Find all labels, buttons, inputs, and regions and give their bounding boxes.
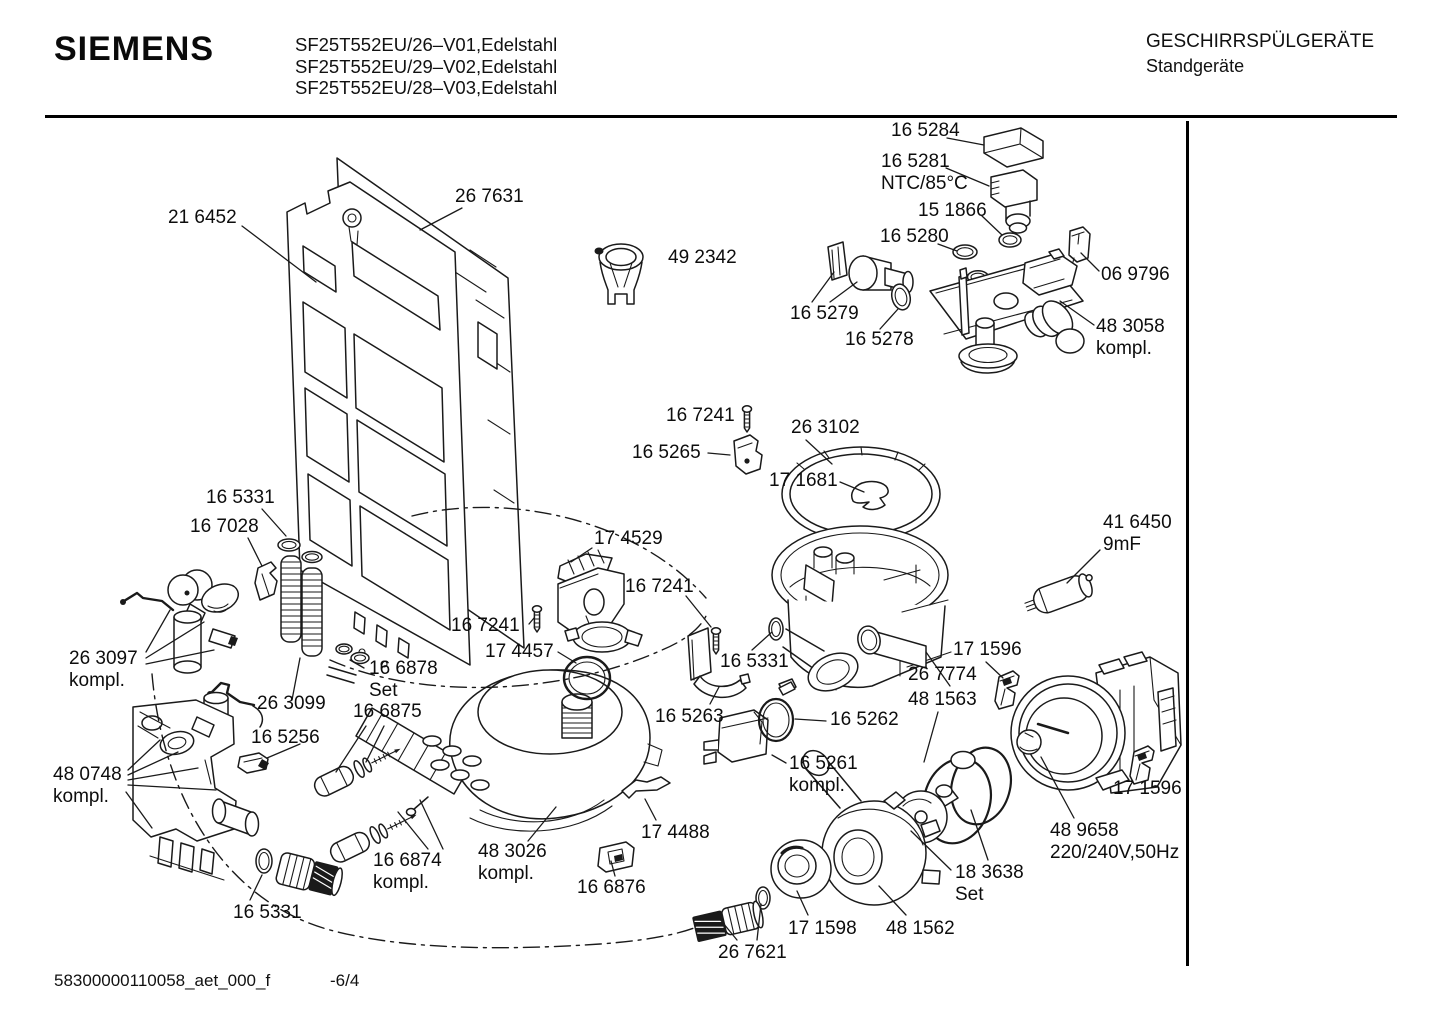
salt-funnel-drawing: [594, 243, 644, 305]
part-label-17-1596-a: 17 1596: [953, 639, 1022, 660]
part-label-16-7241-b: 16 7241: [625, 576, 694, 597]
part-label-16-5278: 16 5278: [845, 329, 914, 350]
model-line-3: SF25T552EU/28–V03,Edelstahl: [295, 77, 558, 98]
part-label-17-4488: 17 4488: [641, 822, 710, 843]
part-label-16-6878: 16 6878 Set: [369, 658, 438, 701]
part-label-16-5280: 16 5280: [880, 226, 949, 247]
springs-drawing: [277, 538, 323, 657]
model-line-1: SF25T552EU/26–V01,Edelstahl: [295, 34, 558, 55]
part-label-48-0748: 48 0748 kompl.: [53, 764, 122, 807]
part-label-16-5263: 16 5263: [655, 706, 724, 727]
part-label-41-6450: 41 6450 9mF: [1103, 512, 1172, 555]
clip-16-5256-drawing: [237, 752, 269, 774]
heater-assembly-drawing: [355, 655, 663, 832]
part-label-26-7621: 26 7621: [718, 942, 787, 963]
sump-assembly-drawing: [768, 446, 952, 693]
part-label-16-6875: 16 6875: [353, 701, 422, 722]
part-label-15-1866: 15 1866: [918, 200, 987, 221]
door-panel-drawing: [286, 157, 525, 668]
part-label-17-4457: 17 4457: [485, 641, 554, 662]
oring-set-16-6878-drawing: [326, 643, 370, 684]
part-label-16-5331-b: 16 5331: [720, 651, 789, 672]
drain-parts-drawing: [687, 627, 796, 765]
bracket-16-5265-drawing: [733, 434, 763, 475]
header-rule: [45, 115, 1397, 118]
hose-26-7621-drawing: [692, 886, 771, 942]
part-label-26-7774: 26 7774: [908, 664, 977, 685]
page-number: -6/4: [330, 971, 360, 990]
clip-16-6876-drawing: [597, 841, 635, 873]
part-label-26-7631: 26 7631: [455, 186, 524, 207]
part-label-16-5331-a: 16 5331: [206, 487, 275, 508]
siemens-logo: SIEMENS: [54, 30, 215, 68]
part-label-49-2342: 49 2342: [668, 247, 737, 268]
part-label-26-3102: 26 3102: [791, 417, 860, 438]
category-title: GESCHIRRSPÜLGERÄTE: [1146, 31, 1375, 52]
part-label-16-6874: 16 6874 kompl.: [373, 850, 442, 893]
part-label-17-1598: 17 1598: [788, 918, 857, 939]
part-label-06-9796: 06 9796: [1101, 264, 1170, 285]
screw-small-drawing: [405, 796, 429, 817]
footer: 58300000110058_aet_000_f -6/4: [54, 971, 359, 991]
part-label-26-3099: 26 3099: [257, 693, 326, 714]
part-label-21-6452: 21 6452: [168, 207, 237, 228]
part-label-48-9658: 48 9658 220/240V,50Hz: [1050, 820, 1180, 863]
part-label-48-1563: 48 1563: [908, 689, 977, 710]
part-label-48-3026: 48 3026 kompl.: [478, 841, 547, 884]
hose-16-5331-drawing: [255, 848, 343, 897]
part-label-16-6876: 16 6876: [577, 877, 646, 898]
category-block: GESCHIRRSPÜLGERÄTE Standgeräte: [1146, 31, 1374, 77]
model-list: SF25T552EU/26–V01,Edelstahl SF25T552EU/2…: [295, 34, 557, 99]
bracket-17-4488-drawing: [621, 776, 671, 799]
bracket-16-7028-drawing: [254, 561, 278, 601]
right-divider-rule: [1186, 121, 1189, 966]
leader-lines: [125, 137, 1101, 941]
part-label-18-3638: 18 3638 Set: [955, 862, 1024, 905]
part-label-48-1562: 48 1562: [886, 918, 955, 939]
part-label-16-5262: 16 5262: [830, 709, 899, 730]
part-label-26-3097: 26 3097 kompl.: [69, 648, 138, 691]
part-label-16-7241-c: 16 7241: [451, 615, 520, 636]
model-line-2: SF25T552EU/29–V02,Edelstahl: [295, 55, 558, 77]
part-label-16-5265: 16 5265: [632, 442, 701, 463]
part-label-16-5279: 16 5279: [790, 303, 859, 324]
pump-motor-assembly-drawing: [770, 573, 1182, 906]
part-label-16-5331-c: 16 5331: [233, 902, 302, 923]
category-subtitle: Standgeräte: [1146, 56, 1245, 76]
part-label-48-3058: 48 3058 kompl.: [1096, 316, 1165, 359]
part-label-16-5281: 16 5281 NTC/85°C: [881, 151, 968, 194]
part-label-17-1596-b: 17 1596: [1113, 778, 1182, 799]
part-label-16-7028: 16 7028: [190, 516, 259, 537]
part-label-17-1681: 17 1681: [769, 470, 838, 491]
part-label-16-5256: 16 5256: [251, 727, 320, 748]
part-label-17-4529: 17 4529: [594, 528, 663, 549]
inlet-valve-assembly-drawing: [827, 127, 1091, 374]
document-id: 58300000110058_aet_000_f: [54, 971, 271, 990]
part-label-16-7241-a: 16 7241: [666, 405, 735, 426]
routing-lines: [151, 506, 707, 949]
part-label-16-5261: 16 5261 kompl.: [789, 753, 858, 796]
part-label-16-5284: 16 5284: [891, 120, 960, 141]
